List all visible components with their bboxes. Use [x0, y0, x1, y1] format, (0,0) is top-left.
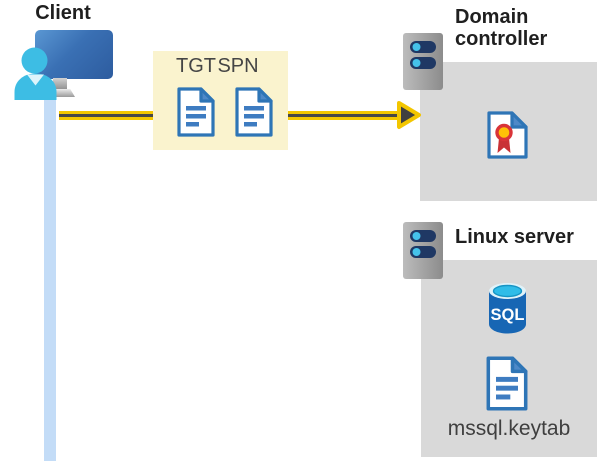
client-timeline — [44, 94, 56, 461]
request-arrow-head-icon — [397, 101, 421, 129]
sql-label: SQL — [491, 306, 525, 324]
monitor-stand-base — [45, 89, 75, 97]
tgt-label: TGT — [176, 55, 216, 77]
linux-server-title: Linux server — [455, 226, 574, 248]
monitor-icon — [35, 30, 113, 79]
certificate-icon — [487, 111, 528, 159]
person-icon — [14, 47, 57, 100]
tgt-document-icon — [177, 87, 215, 137]
domain-controller-server-icon — [403, 33, 443, 90]
domain-controller-title: Domain controller — [455, 6, 548, 50]
client-label: Client — [35, 2, 91, 24]
linux-server-icon — [403, 222, 443, 279]
spn-document-icon — [235, 87, 273, 137]
spn-label: SPN — [217, 55, 259, 77]
monitor-stand — [53, 78, 67, 90]
keytab-filename: mssql.keytab — [447, 417, 571, 440]
keytab-document-icon — [486, 356, 528, 411]
sql-database-icon: SQL — [489, 283, 526, 334]
